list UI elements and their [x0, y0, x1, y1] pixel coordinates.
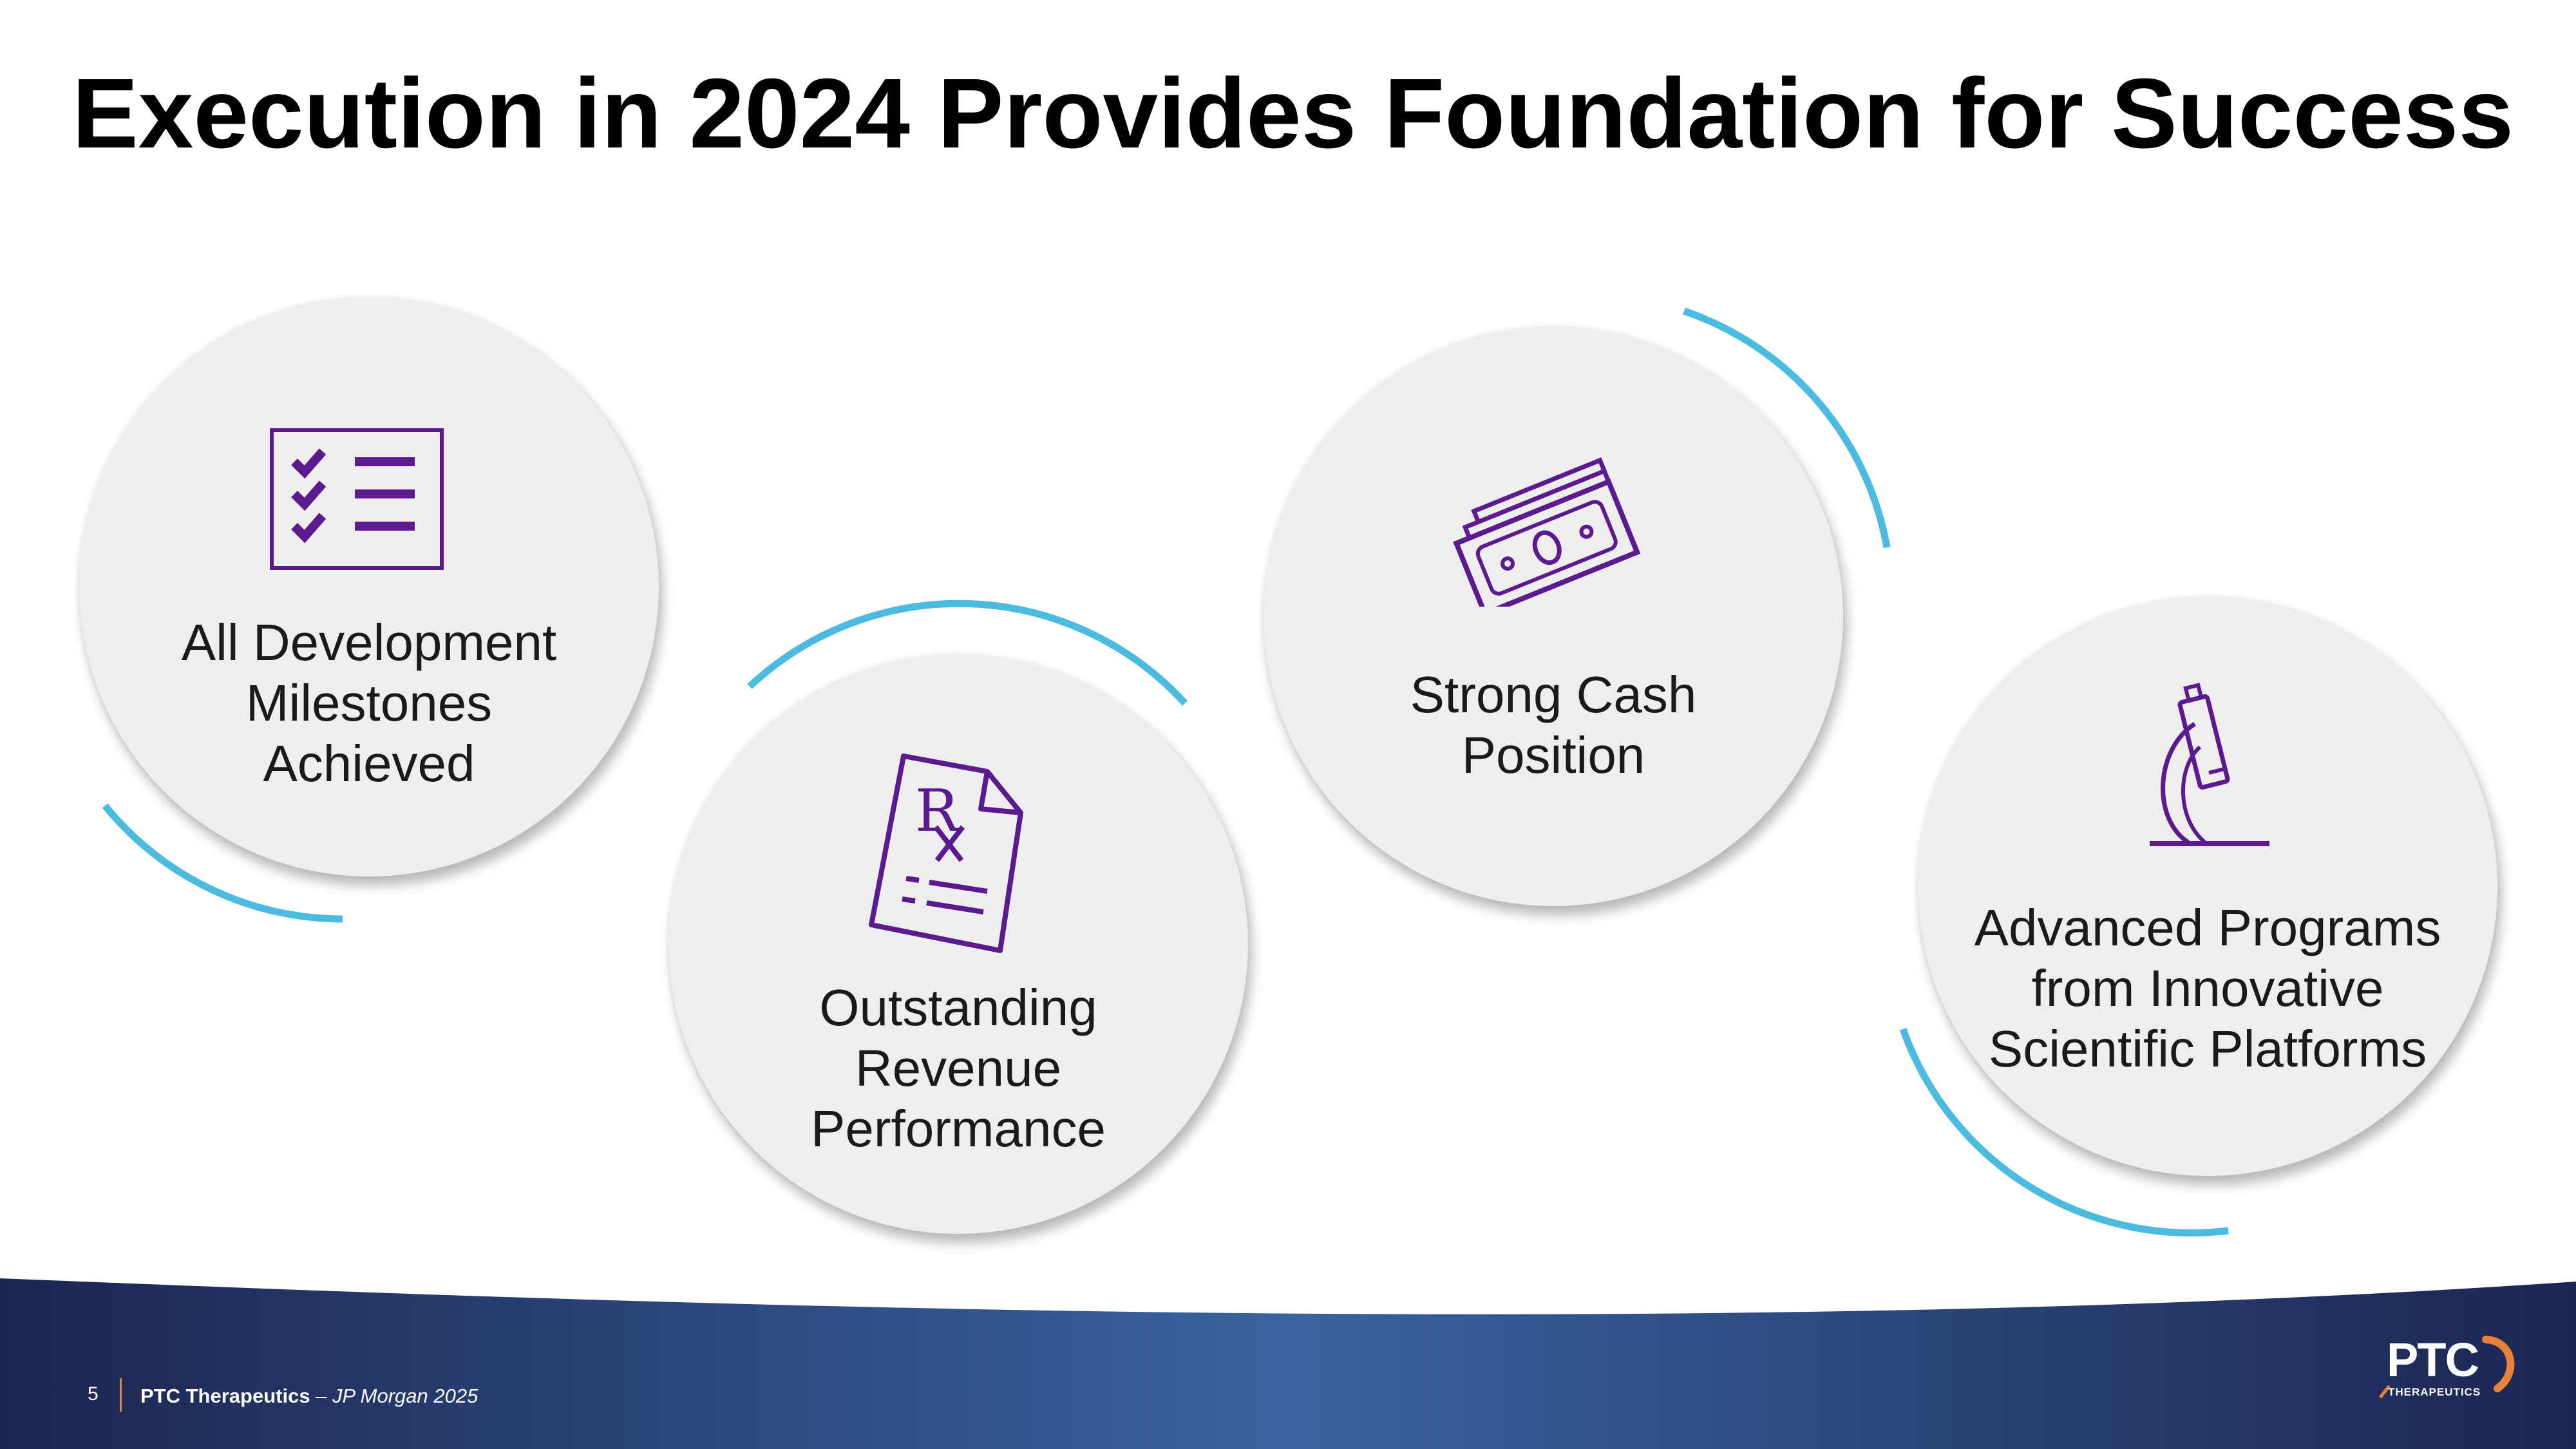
pillar-cash-position: Strong Cash Position	[1264, 327, 1843, 906]
footer-event: – JP Morgan 2025	[310, 1385, 478, 1407]
logo-subtext: THERAPEUTICS	[2388, 1386, 2481, 1398]
ptc-logo: PTC THERAPEUTICS	[2376, 1333, 2518, 1404]
pillar-scientific-platforms: Advanced Programs from Innovative Scient…	[1918, 596, 2497, 1176]
pillar-development-milestones: All Development Milestones Achieved	[79, 297, 659, 876]
pillar-label: Strong Cash Position	[1410, 666, 1697, 784]
prescription-icon: R	[869, 753, 1023, 953]
arc-3	[1683, 307, 1891, 548]
arc-1	[102, 803, 343, 923]
money-icon	[1453, 457, 1640, 607]
footer-divider	[120, 1378, 122, 1412]
pillar-revenue-performance: R Outstanding Revenue Performance	[668, 654, 1248, 1234]
arc-2	[747, 600, 1188, 706]
microscope-icon	[2150, 683, 2269, 846]
arc-4	[1899, 1028, 2229, 1236]
logo-swoosh-icon	[2379, 1336, 2515, 1399]
page-number: 5	[88, 1383, 99, 1405]
slide-title: Execution in 2024 Provides Foundation fo…	[72, 58, 2514, 169]
svg-text:R: R	[915, 777, 960, 845]
checklist-icon	[270, 428, 444, 570]
footer-company: PTC Therapeutics	[140, 1385, 310, 1407]
footer-text: PTC Therapeutics – JP Morgan 2025	[140, 1385, 478, 1408]
pillar-label: All Development Milestones Achieved	[181, 614, 557, 792]
logo-mark: PTC	[2387, 1333, 2479, 1387]
pillar-label: Outstanding Revenue Performance	[811, 979, 1106, 1157]
pillar-label: Advanced Programs from Innovative Scient…	[1974, 899, 2441, 1077]
